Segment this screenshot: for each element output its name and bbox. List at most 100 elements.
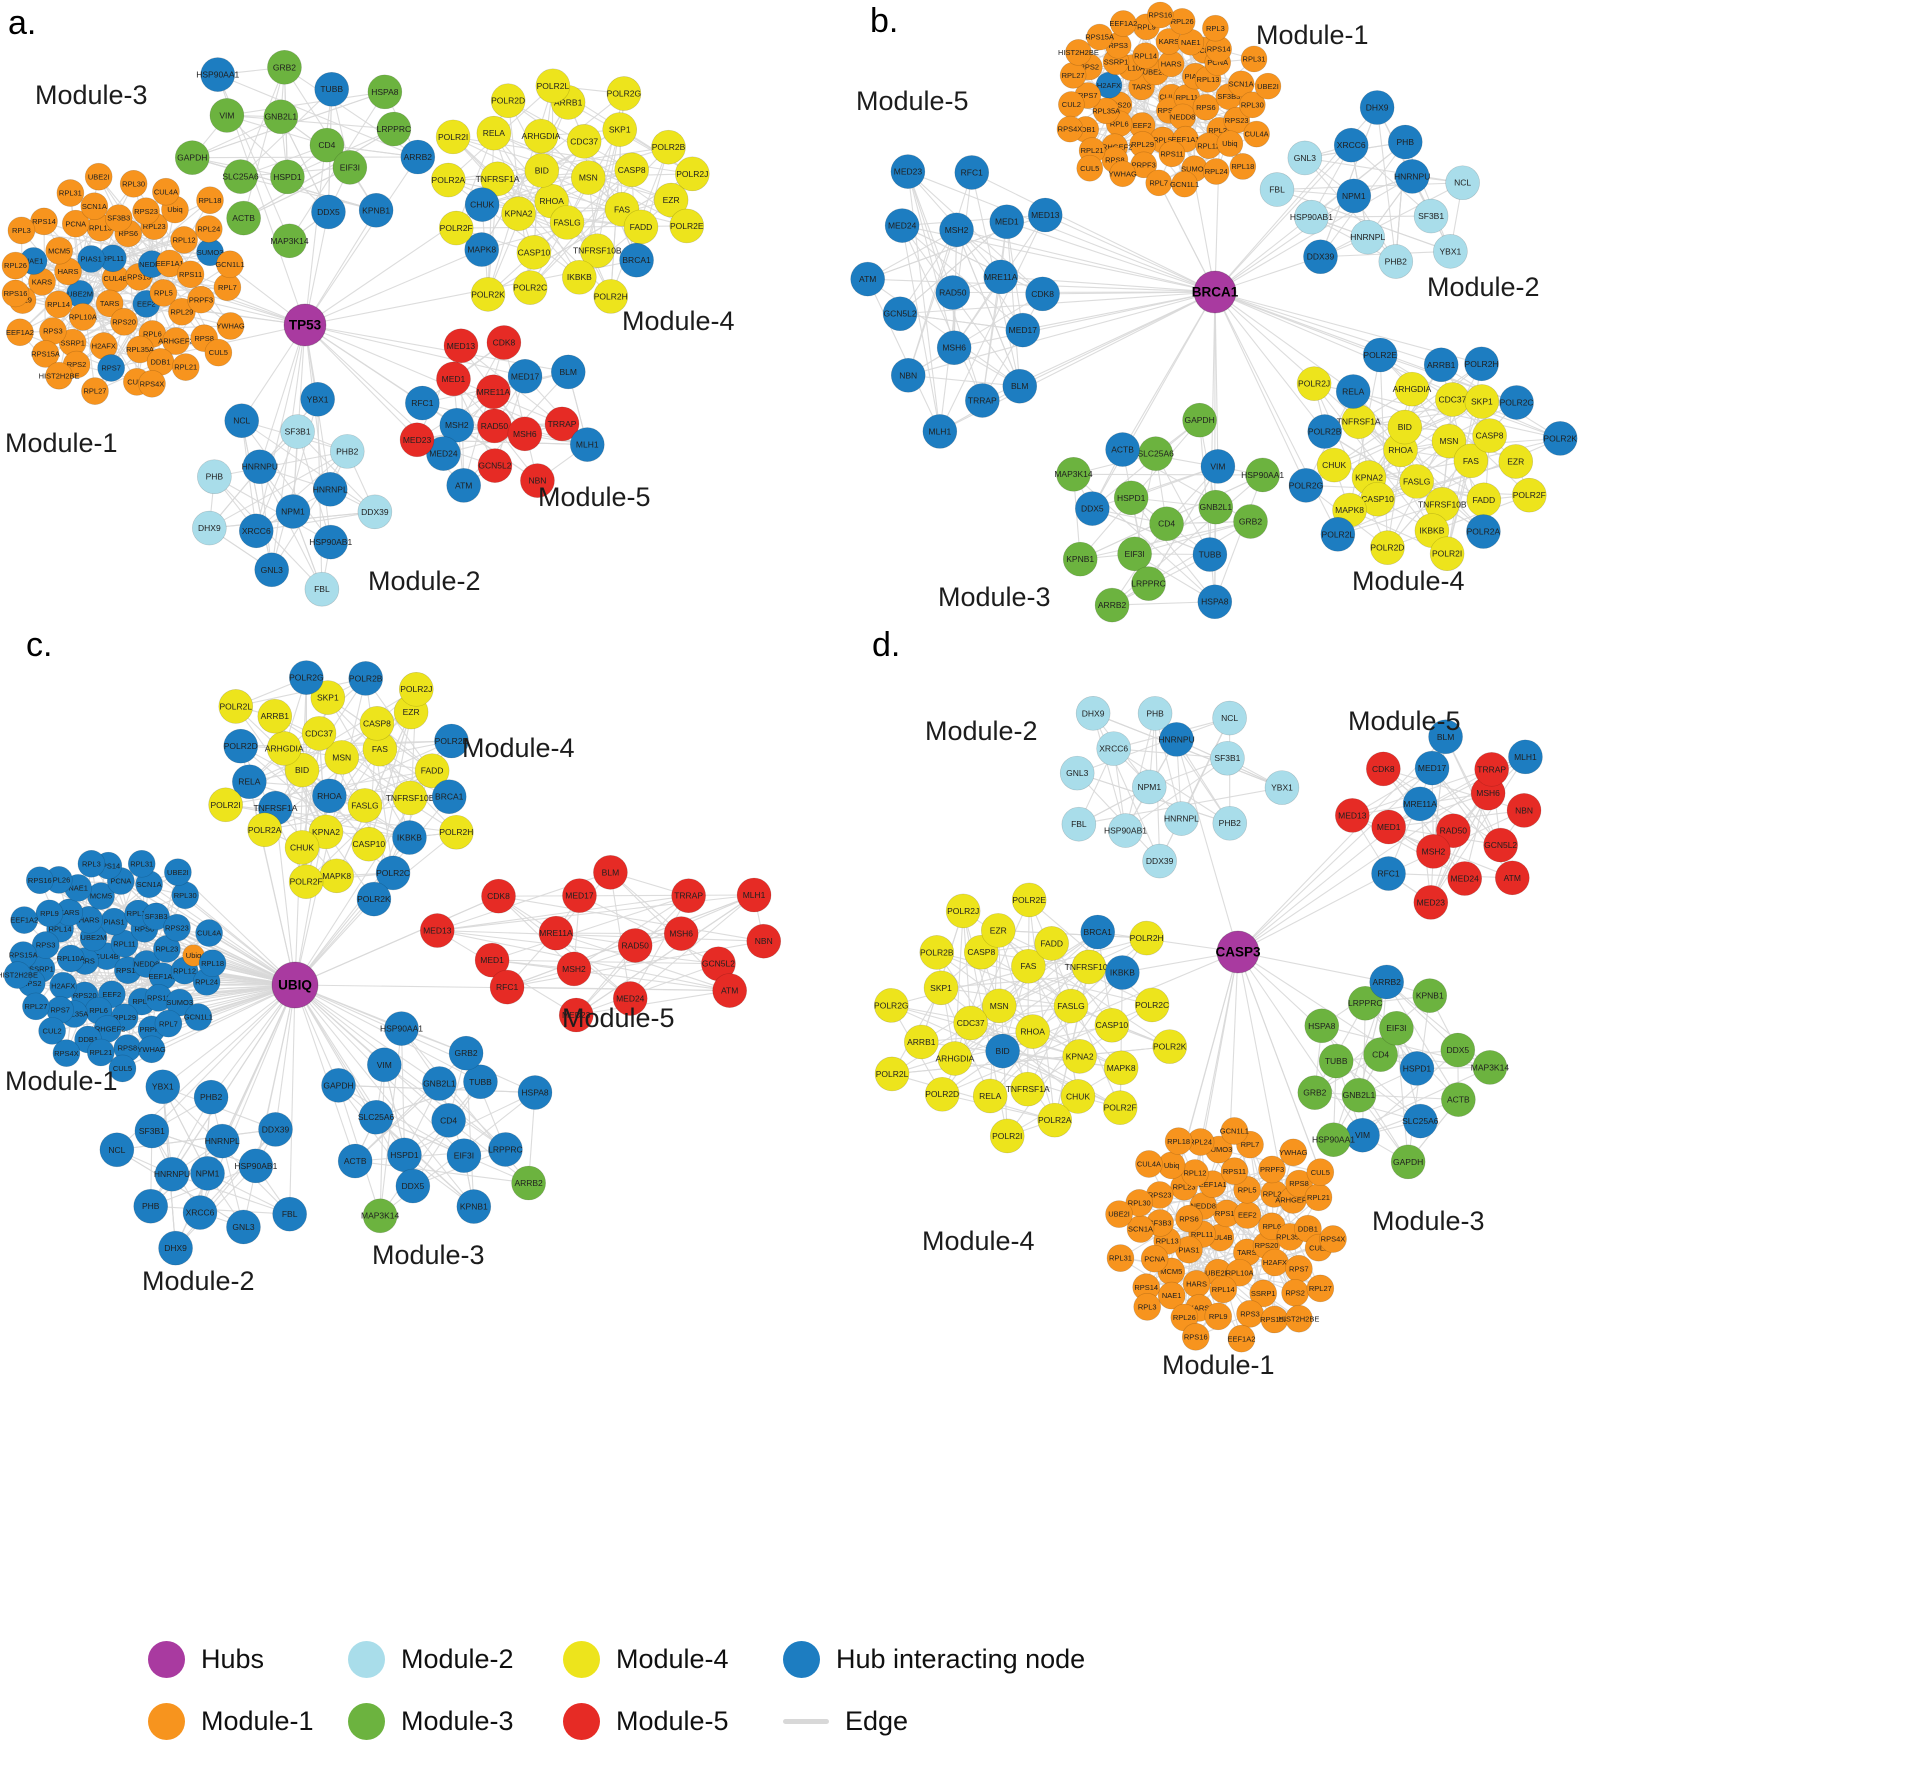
node-POLR2E[interactable]: POLR2E	[434, 723, 469, 759]
node-HNRNPL[interactable]: HNRNPL	[1164, 801, 1199, 836]
node-MRE11A[interactable]: MRE11A	[983, 259, 1019, 295]
node-TNFRSF10B[interactable]: TNFRSF10B	[573, 233, 622, 269]
node-SF3B1[interactable]: SF3B1	[1210, 740, 1245, 776]
node-DDX5[interactable]: DDX5	[1075, 491, 1110, 526]
node-POLR2G[interactable]: POLR2G	[1288, 468, 1324, 503]
node-GRB2[interactable]: GRB2	[267, 49, 302, 85]
node-MSH2[interactable]: MSH2	[439, 407, 475, 443]
node-RAD50[interactable]: RAD50	[477, 408, 512, 444]
node-HSPD1[interactable]: HSPD1	[270, 159, 305, 195]
node-RPL35A[interactable]: RPL35A	[126, 335, 154, 364]
node-DDX39[interactable]: DDX39	[1303, 239, 1338, 275]
node-PCNA[interactable]: PCNA	[1140, 1244, 1169, 1273]
node-RELA[interactable]: RELA	[476, 115, 512, 151]
node-POLR2C[interactable]: POLR2C	[375, 855, 411, 891]
node-VIM[interactable]: VIM	[367, 1047, 402, 1083]
node-CDK8[interactable]: CDK8	[1025, 276, 1060, 312]
node-GNL3[interactable]: GNL3	[1059, 755, 1095, 791]
node-RPS11[interactable]: RPS11	[1220, 1157, 1249, 1185]
node-POLR2L[interactable]: POLR2L	[1320, 517, 1356, 552]
node-BLM[interactable]: BLM	[593, 855, 628, 890]
node-RPL10A[interactable]: RPL10A	[57, 944, 85, 973]
node-POLR2K[interactable]: POLR2K	[1152, 1029, 1188, 1064]
node-CUL4A[interactable]: CUL4A	[195, 919, 223, 947]
node-RPL31[interactable]: RPL31	[56, 179, 85, 207]
node-NBN[interactable]: NBN	[520, 463, 555, 498]
node-CDK8[interactable]: CDK8	[481, 878, 516, 914]
node-FADD[interactable]: FADD	[414, 753, 450, 789]
node-DDX5[interactable]: DDX5	[395, 1168, 431, 1204]
node-FADD[interactable]: FADD	[1466, 482, 1502, 518]
node-BLM[interactable]: BLM	[550, 354, 586, 390]
node-POLR2H[interactable]: POLR2H	[593, 279, 629, 314]
node-PIAS1[interactable]: PIAS1	[100, 907, 128, 936]
node-XRCC6[interactable]: XRCC6	[1096, 731, 1131, 766]
node-RPS16[interactable]: RPS16	[1, 279, 30, 308]
node-MED1[interactable]: MED1	[436, 361, 471, 397]
node-UBE2I[interactable]: UBE2I	[84, 162, 113, 191]
node-HSP90AB1[interactable]: HSP90AB1	[309, 524, 352, 560]
node-KPNB1[interactable]: KPNB1	[456, 1189, 492, 1224]
node-EIF3I[interactable]: EIF3I	[1379, 1010, 1414, 1046]
node-FADD[interactable]: FADD	[623, 209, 659, 245]
node-BID[interactable]: BID	[985, 1033, 1020, 1069]
node-MED24[interactable]: MED24	[1447, 861, 1483, 896]
node-RPL12[interactable]: RPL12	[1181, 1159, 1209, 1187]
node-RPL18[interactable]: RPL18	[198, 949, 227, 978]
node-RPS20[interactable]: RPS20	[110, 308, 138, 336]
node-MSN[interactable]: MSN	[324, 740, 360, 775]
node-HIST2H2BE[interactable]: HIST2H2BE	[1058, 39, 1099, 66]
node-NBN[interactable]: NBN	[1506, 793, 1542, 828]
node-XRCC6[interactable]: XRCC6	[182, 1195, 218, 1230]
node-HARS[interactable]: HARS	[1157, 50, 1185, 78]
node-RPS7[interactable]: RPS7	[97, 354, 125, 382]
node-MED1[interactable]: MED1	[474, 942, 510, 978]
node-MAP3K14[interactable]: MAP3K14	[1054, 456, 1093, 492]
node-ARRB2[interactable]: ARRB2	[511, 1165, 546, 1201]
node-MAP3K14[interactable]: MAP3K14	[1471, 1050, 1510, 1085]
node-CASP10[interactable]: CASP10	[351, 826, 387, 862]
node-RPL31[interactable]: RPL31	[1106, 1244, 1135, 1272]
node-CUL5[interactable]: CUL5	[1076, 154, 1104, 182]
node-RPL31[interactable]: RPL31	[1240, 45, 1268, 73]
node-HNRNPU[interactable]: HNRNPU	[1158, 722, 1195, 757]
node-GRB2[interactable]: GRB2	[1233, 504, 1268, 539]
node-MCM5[interactable]: MCM5	[87, 882, 115, 910]
node-MED24[interactable]: MED24	[612, 981, 648, 1016]
node-RPL27[interactable]: RPL27	[1059, 62, 1087, 89]
node-RPL24[interactable]: RPL24	[194, 215, 223, 243]
node-HARS[interactable]: HARS	[1182, 1270, 1211, 1298]
node-GAPDH[interactable]: GAPDH	[174, 140, 210, 175]
node-RPS15A[interactable]: RPS15A	[1085, 23, 1114, 51]
node-MAPK8[interactable]: MAPK8	[319, 858, 355, 894]
node-BLM[interactable]: BLM	[1002, 368, 1038, 404]
node-HSP90AB1[interactable]: HSP90AB1	[234, 1148, 278, 1184]
node-GAPDH[interactable]: GAPDH	[1182, 402, 1217, 438]
node-POLR2I[interactable]: POLR2I	[1429, 536, 1465, 572]
node-POLR2E[interactable]: POLR2E	[1362, 337, 1398, 373]
node-NPM1[interactable]: NPM1	[190, 1156, 225, 1191]
node-DDX39[interactable]: DDX39	[357, 494, 393, 530]
node-RPS4X[interactable]: RPS4X	[52, 1039, 81, 1067]
node-MSH2[interactable]: MSH2	[1416, 834, 1451, 869]
node-MED13[interactable]: MED13	[1027, 197, 1063, 233]
node-HNRNPU[interactable]: HNRNPU	[1394, 159, 1430, 194]
node-H2AFX[interactable]: H2AFX	[1261, 1248, 1289, 1277]
node-UBE2I[interactable]: UBE2I	[164, 858, 192, 887]
hub-CASP3[interactable]: CASP3	[1215, 930, 1261, 974]
node-MED17[interactable]: MED17	[562, 878, 597, 913]
node-RPL14[interactable]: RPL14	[1209, 1275, 1238, 1304]
node-RPL7[interactable]: RPL7	[1145, 169, 1173, 197]
node-LRPPRC[interactable]: LRPPRC	[376, 111, 412, 147]
node-FASLG[interactable]: FASLG	[1399, 464, 1434, 499]
node-IKBKB[interactable]: IKBKB	[1105, 955, 1140, 990]
node-MAPK8[interactable]: MAPK8	[464, 232, 500, 267]
hub-UBIQ[interactable]: UBIQ	[271, 961, 319, 1009]
node-RPL27[interactable]: RPL27	[1306, 1274, 1335, 1303]
node-FASLG[interactable]: FASLG	[1053, 988, 1089, 1024]
node-MLH1[interactable]: MLH1	[569, 427, 605, 462]
node-CASP10[interactable]: CASP10	[1094, 1007, 1130, 1043]
node-RPS4X[interactable]: RPS4X	[1056, 115, 1084, 143]
node-KPNB1[interactable]: KPNB1	[1412, 978, 1448, 1013]
node-LRPPRC[interactable]: LRPPRC	[488, 1132, 523, 1167]
